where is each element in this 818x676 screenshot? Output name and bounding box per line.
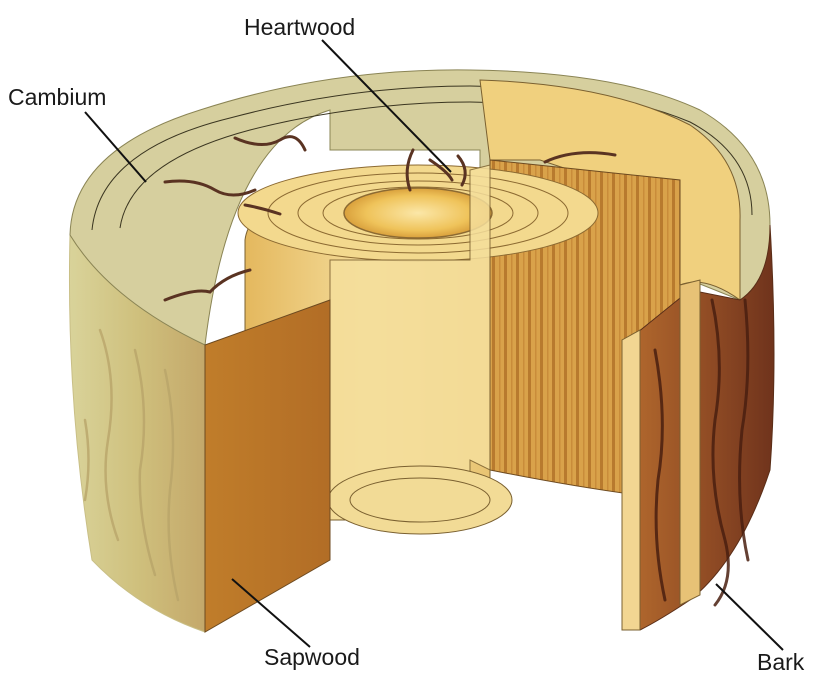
lower-ring xyxy=(328,466,512,534)
sapwood-label: Sapwood xyxy=(264,646,360,669)
heartwood-label: Heartwood xyxy=(244,16,355,39)
sapwood-face xyxy=(205,300,330,632)
heartwood-strip-right xyxy=(680,280,700,605)
bark-leader-line xyxy=(716,584,783,650)
bark-label: Bark xyxy=(757,651,804,674)
cambium-strip-right xyxy=(622,330,640,630)
cambium-label: Cambium xyxy=(8,86,106,109)
